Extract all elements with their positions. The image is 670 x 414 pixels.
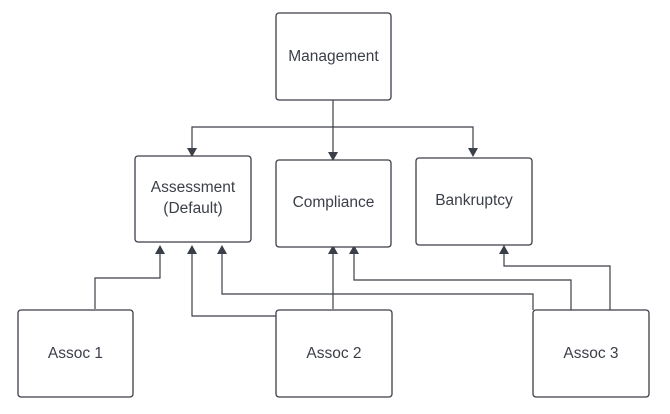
node-compliance[interactable]: Compliance	[275, 159, 392, 248]
node-assoc2[interactable]: Assoc 2	[275, 309, 393, 398]
arrow-assoc2-assessment	[187, 245, 197, 254]
node-assoc2-label: Assoc 2	[306, 345, 361, 362]
arrow-assoc3-assessment	[217, 245, 227, 254]
connectors	[94, 100, 611, 317]
node-compliance-label: Compliance	[293, 194, 375, 211]
edge-management-assessment	[191, 100, 334, 151]
node-assoc1[interactable]: Assoc 1	[17, 309, 134, 398]
arrow-management-compliance	[328, 152, 338, 161]
edge-assoc3-assessment	[221, 251, 534, 310]
node-assoc3[interactable]: Assoc 3	[532, 309, 650, 398]
node-assessment[interactable]: Assessment (Default)	[134, 155, 252, 243]
edge-assoc3-bankruptcy	[503, 251, 611, 310]
edge-assoc1-assessment	[94, 251, 161, 309]
arrow-assoc3-bankruptcy	[499, 245, 509, 254]
node-management-label: Management	[288, 48, 379, 65]
arrow-management-bankruptcy	[468, 148, 478, 157]
arrow-assoc2-compliance	[328, 245, 338, 254]
node-assessment-label: Assessment	[151, 179, 236, 196]
edge-management-bankruptcy	[333, 126, 474, 151]
node-assoc3-label: Assoc 3	[563, 345, 618, 362]
arrow-assoc1-assessment	[155, 245, 165, 254]
edge-assoc2-assessment	[191, 251, 276, 317]
node-assessment-sublabel: (Default)	[163, 200, 222, 217]
arrow-assoc3-compliance	[349, 245, 359, 254]
arrow-management-assessment	[187, 148, 197, 157]
edge-assoc3-compliance	[353, 251, 572, 310]
node-bankruptcy-label: Bankruptcy	[435, 192, 513, 209]
node-assoc1-label: Assoc 1	[48, 345, 103, 362]
node-management[interactable]: Management	[275, 12, 392, 101]
node-bankruptcy[interactable]: Bankruptcy	[415, 157, 533, 246]
